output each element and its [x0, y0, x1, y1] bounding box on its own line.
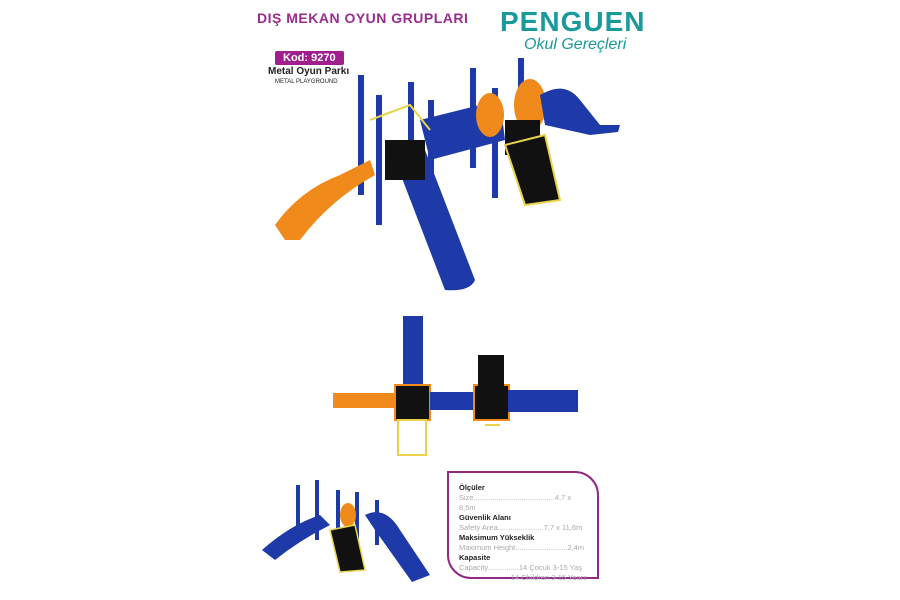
product-name: Metal Oyun Parkı: [268, 66, 350, 77]
spec-capacity-value-en: 14 Children 3-15 Years: [510, 573, 587, 582]
spec-height-heading: Maksimum Yükseklik: [459, 533, 535, 542]
spec-height-value: Maximum Height.........................2…: [459, 543, 585, 552]
spec-safety-value: Safety Area......................7,7 x 1…: [459, 523, 583, 532]
spec-safety-heading: Güvenlik Alanı: [459, 513, 511, 522]
playground-top-view: [333, 316, 578, 456]
product-code-badge: Kod: 9270: [275, 51, 344, 65]
brand-logo: PENGUEN: [500, 6, 646, 37]
product-name-en: METAL PLAYGROUND: [275, 79, 338, 85]
page-title: DIŞ MEKAN OYUN GRUPLARI: [257, 10, 469, 26]
playground-perspective-view: [275, 58, 620, 291]
spec-capacity-value: Capacity...............14 Çocuk 3-15 Yaş: [459, 563, 582, 572]
spec-capacity-heading: Kapasite: [459, 553, 491, 562]
brand-subtitle: Okul Gereçleri: [524, 36, 627, 53]
spec-size-value: Size....................................…: [459, 493, 572, 512]
specifications-box: Ölçüler Size............................…: [447, 471, 599, 582]
spec-size-heading: Ölçüler: [459, 483, 485, 492]
playground-side-view: [262, 480, 430, 582]
